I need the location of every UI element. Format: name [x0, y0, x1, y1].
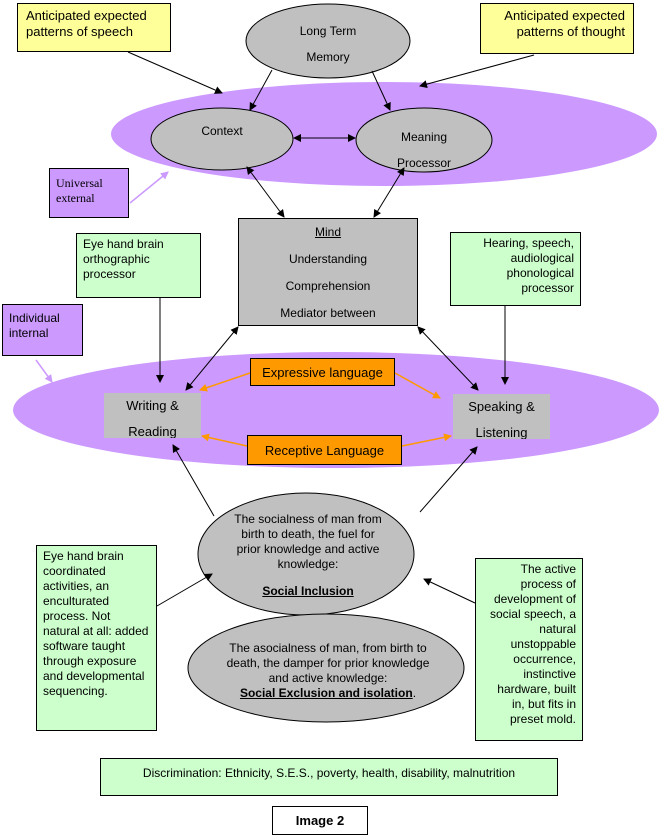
social-exclusion-label: Social Exclusion and isolation [239, 686, 413, 700]
right-green-note: The active process of development of soc… [475, 558, 583, 741]
discrimination-text: Discrimination: Ethnicity, S.E.S., pover… [142, 766, 516, 780]
universal-external-label: Universal external [49, 168, 129, 218]
meaning-processor: Meaning Processor [356, 124, 492, 176]
caption-text: Image 2 [295, 813, 345, 828]
socialness-text: The socialness of man from birth to deat… [234, 512, 382, 571]
meaning-line1: Meaning [400, 130, 448, 144]
speaking-line1: Speaking & [468, 399, 535, 414]
speech-patterns-note: Anticipated expected patterns of speech [17, 3, 171, 52]
meaning-line2: Processor [396, 156, 452, 170]
social-inclusion-label: Social Inclusion [262, 584, 354, 598]
asocialness-ellipse [187, 613, 465, 723]
arrow-socialness-to-writing [172, 444, 215, 517]
mind-title: Mind [314, 225, 341, 239]
mind-line1: Understanding [288, 252, 368, 266]
thought-patterns-text: Anticipated expected patterns of thought [504, 8, 625, 39]
socialness-text-block: The socialness of man from birth to deat… [228, 512, 388, 599]
speaking-listening-box: Speaking & Listening [453, 394, 550, 439]
discrimination-box: Discrimination: Ethnicity, S.E.S., pover… [100, 758, 558, 796]
long-term-memory: Long Term Memory [246, 18, 410, 70]
listening-line2: Listening [475, 425, 528, 439]
individual-internal-ellipse [13, 352, 659, 468]
arrow-memory-to-meaning [371, 70, 391, 111]
arrow-speech-to-context [127, 51, 223, 94]
arrow-thought-to-meaning [419, 54, 535, 89]
hearing-phonological-text: Hearing, speech, audiological phonologic… [483, 236, 574, 295]
hearing-phonological-note: Hearing, speech, audiological phonologic… [450, 232, 581, 306]
eye-hand-orthographic-text: Eye hand brain orthographic processor [83, 237, 164, 281]
long-term-memory-ellipse [245, 3, 411, 79]
left-green-note: Eye hand brain coordinated activities, a… [36, 545, 157, 731]
receptive-language-box: Receptive Language [247, 435, 402, 465]
context-label: Context [151, 124, 293, 138]
mind-box: Mind Understanding Comprehension Mediato… [238, 218, 418, 326]
arrow-context-mind [246, 166, 285, 218]
individual-internal-label: Individual internal [2, 304, 83, 356]
arrow-mind-speaking [417, 326, 479, 391]
left-green-text: Eye hand brain coordinated activities, a… [43, 549, 149, 698]
thought-patterns-note: Anticipated expected patterns of thought [480, 3, 634, 54]
context-text: Context [201, 124, 243, 138]
writing-line1: Writing & [126, 398, 179, 413]
arrow-socialness-to-speaking [419, 446, 478, 513]
image-caption: Image 2 [272, 806, 368, 835]
right-green-text: The active process of development of soc… [489, 562, 576, 726]
arrow-rightnote-to-socialness [423, 578, 476, 604]
asocialness-end: . [412, 686, 417, 700]
arrow-expressive-to-writing [199, 372, 251, 392]
arrow-mind-writing [185, 326, 239, 391]
writing-reading-box: Writing & Reading [104, 393, 201, 438]
universal-external-text: Universal external [56, 176, 103, 205]
arrow-expressive-to-speaking [394, 372, 441, 399]
reading-line2: Reading [128, 424, 177, 438]
asocialness-text: The asocialness of man, from birth to de… [226, 641, 430, 685]
mind-line2: Comprehension [285, 279, 371, 293]
expressive-language-box: Expressive language [250, 358, 395, 386]
memory-line2: Memory [306, 50, 350, 64]
arrow-meaning-mind [373, 167, 405, 218]
receptive-language-text: Receptive Language [264, 442, 385, 458]
context-ellipse [150, 107, 294, 171]
expressive-language-text: Expressive language [262, 364, 383, 380]
speech-patterns-text: Anticipated expected patterns of speech [26, 8, 147, 39]
eye-hand-orthographic-note: Eye hand brain orthographic processor [76, 233, 201, 298]
individual-internal-text: Individual internal [9, 311, 60, 340]
arrow-leftnote-to-socialness [156, 573, 213, 607]
arrow-individual-label [35, 359, 53, 383]
arrow-universal-label [129, 171, 169, 204]
meaning-processor-ellipse [355, 107, 493, 173]
arrow-memory-to-context [249, 69, 273, 111]
memory-line1: Long Term [299, 24, 357, 38]
arrow-receptive-to-writing [201, 433, 248, 447]
arrow-receptive-to-speaking [401, 433, 452, 447]
asocialness-text-block: The asocialness of man, from birth to de… [222, 641, 434, 701]
mind-line3: Mediator between [280, 306, 376, 320]
